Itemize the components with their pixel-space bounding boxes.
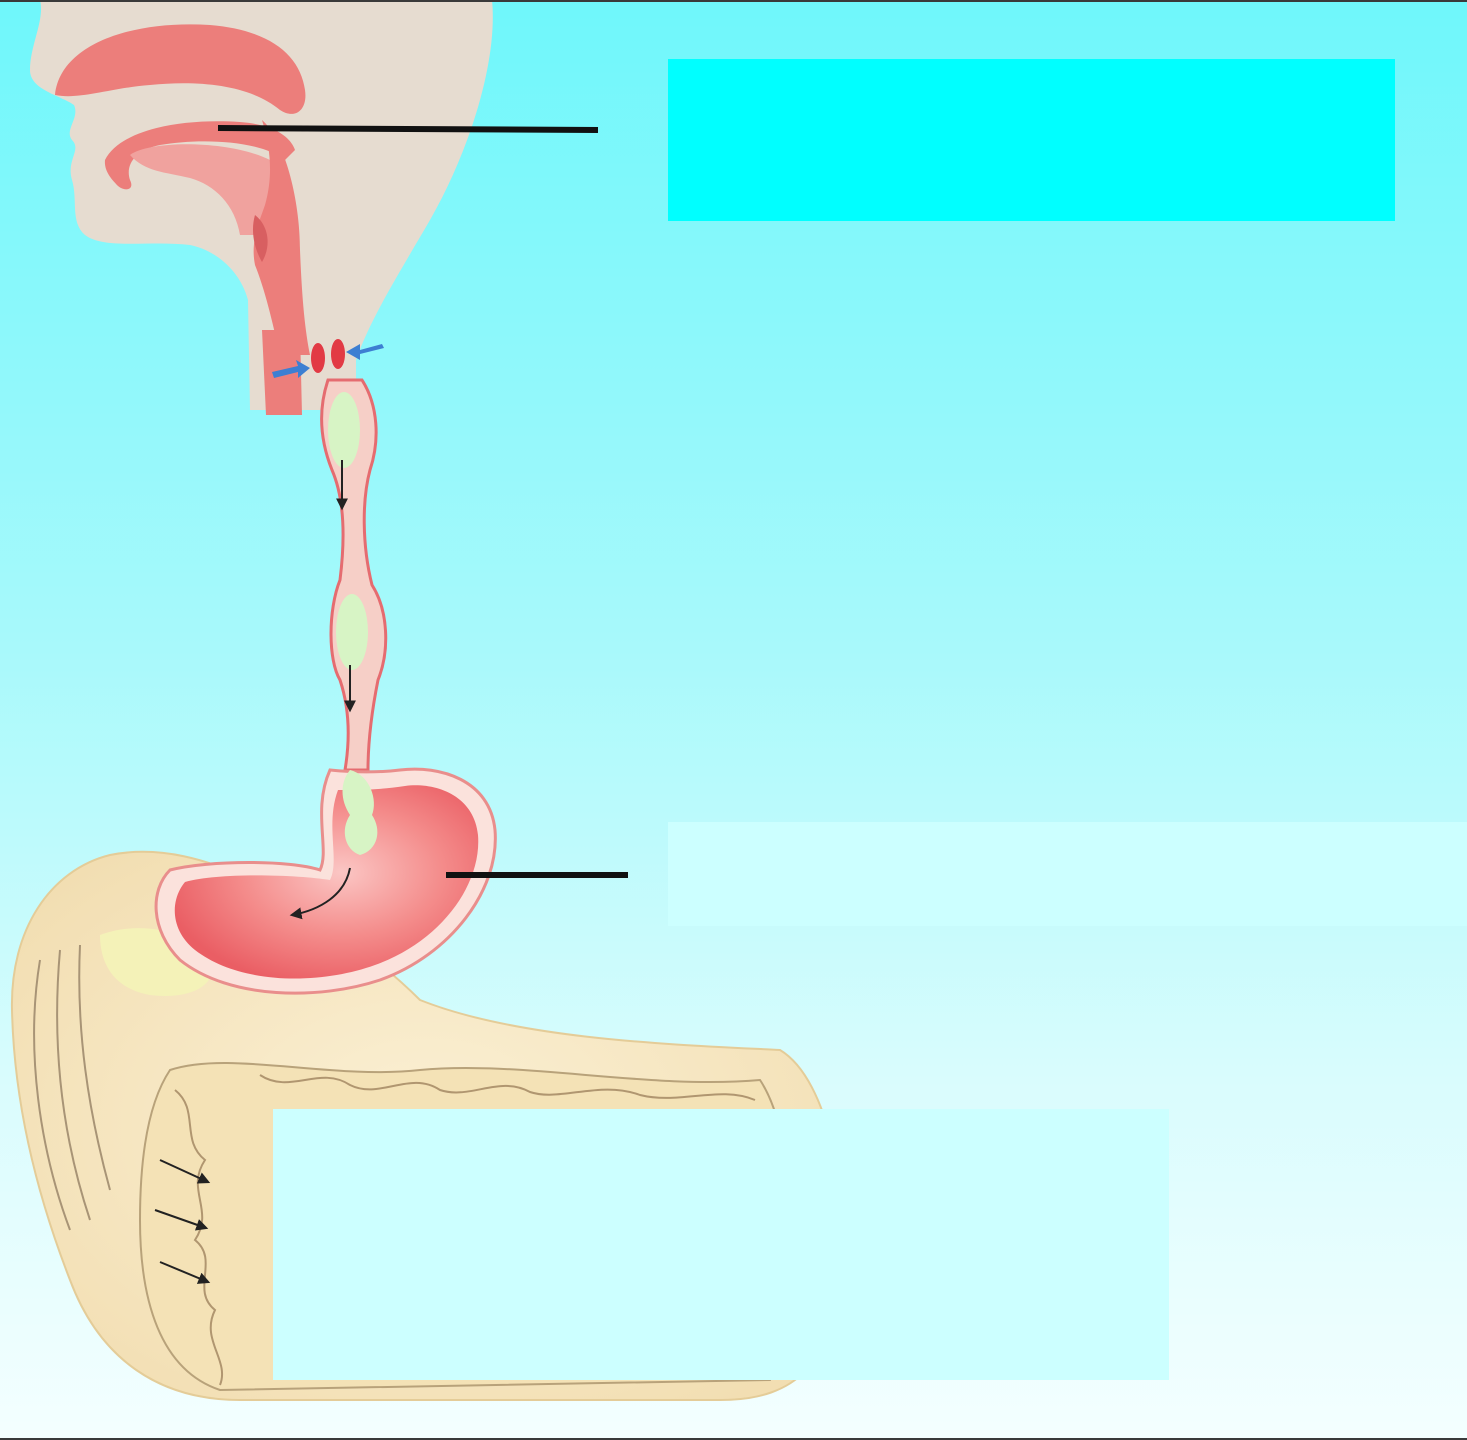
- food-bolus: [328, 392, 360, 468]
- frame-top-border: [0, 0, 1467, 2]
- label-box-bottom: [273, 1109, 1169, 1380]
- upper-sphincter-right: [331, 339, 345, 369]
- leader-line-mouth: [218, 128, 598, 130]
- food-bolus: [336, 594, 368, 670]
- label-box-top: [668, 59, 1395, 221]
- label-text-middle: [668, 822, 1467, 858]
- label-text-top: [668, 59, 1395, 95]
- label-box-middle: [668, 822, 1467, 926]
- label-text-bottom: [273, 1109, 1169, 1145]
- upper-sphincter-left: [311, 343, 325, 373]
